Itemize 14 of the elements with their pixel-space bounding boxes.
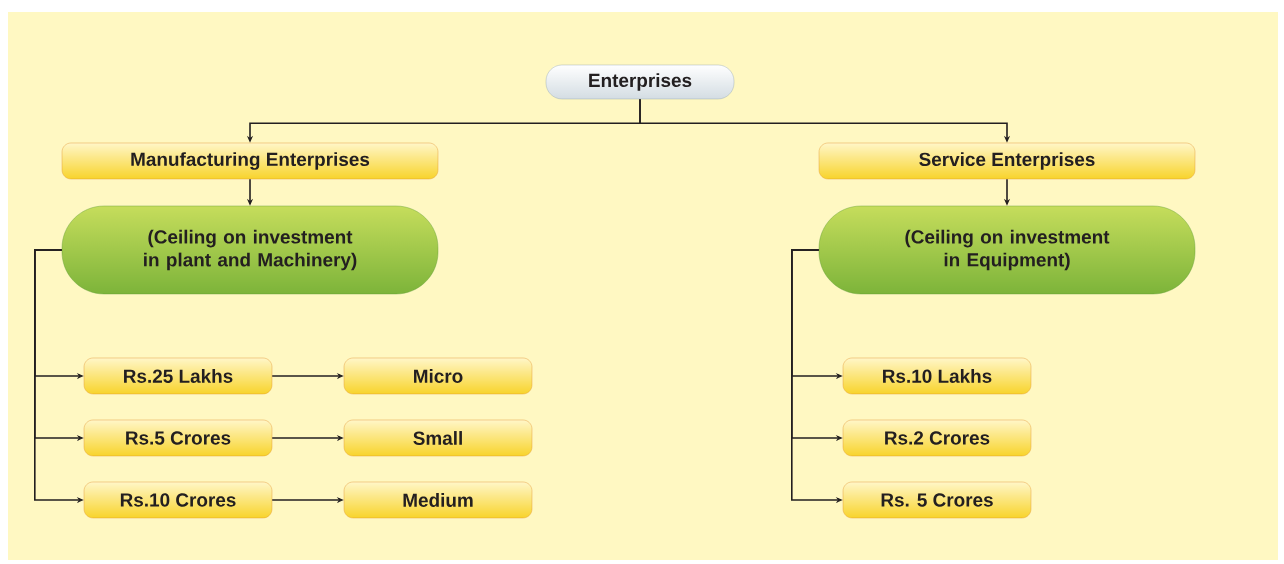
ceiling-box: (Ceiling on investment in plant and Machinery) xyxy=(61,205,439,295)
category-box: Manufacturing Enterprises xyxy=(61,142,439,180)
title-box: Enterprises xyxy=(545,64,735,100)
category-box: Rs.10 Crores xyxy=(83,481,273,519)
category-box: Rs. 5 Crores xyxy=(842,481,1032,519)
category-box: Rs.5 Crores xyxy=(83,419,273,457)
category-box: Medium xyxy=(343,481,533,519)
category-box: Small xyxy=(343,419,533,457)
category-box: Rs.10 Lakhs xyxy=(842,357,1032,395)
category-box: Rs.2 Crores xyxy=(842,419,1032,457)
category-box: Rs.25 Lakhs xyxy=(83,357,273,395)
ceiling-box: (Ceiling on investment in Equipment) xyxy=(818,205,1196,295)
category-box: Micro xyxy=(343,357,533,395)
category-box: Service Enterprises xyxy=(818,142,1196,180)
